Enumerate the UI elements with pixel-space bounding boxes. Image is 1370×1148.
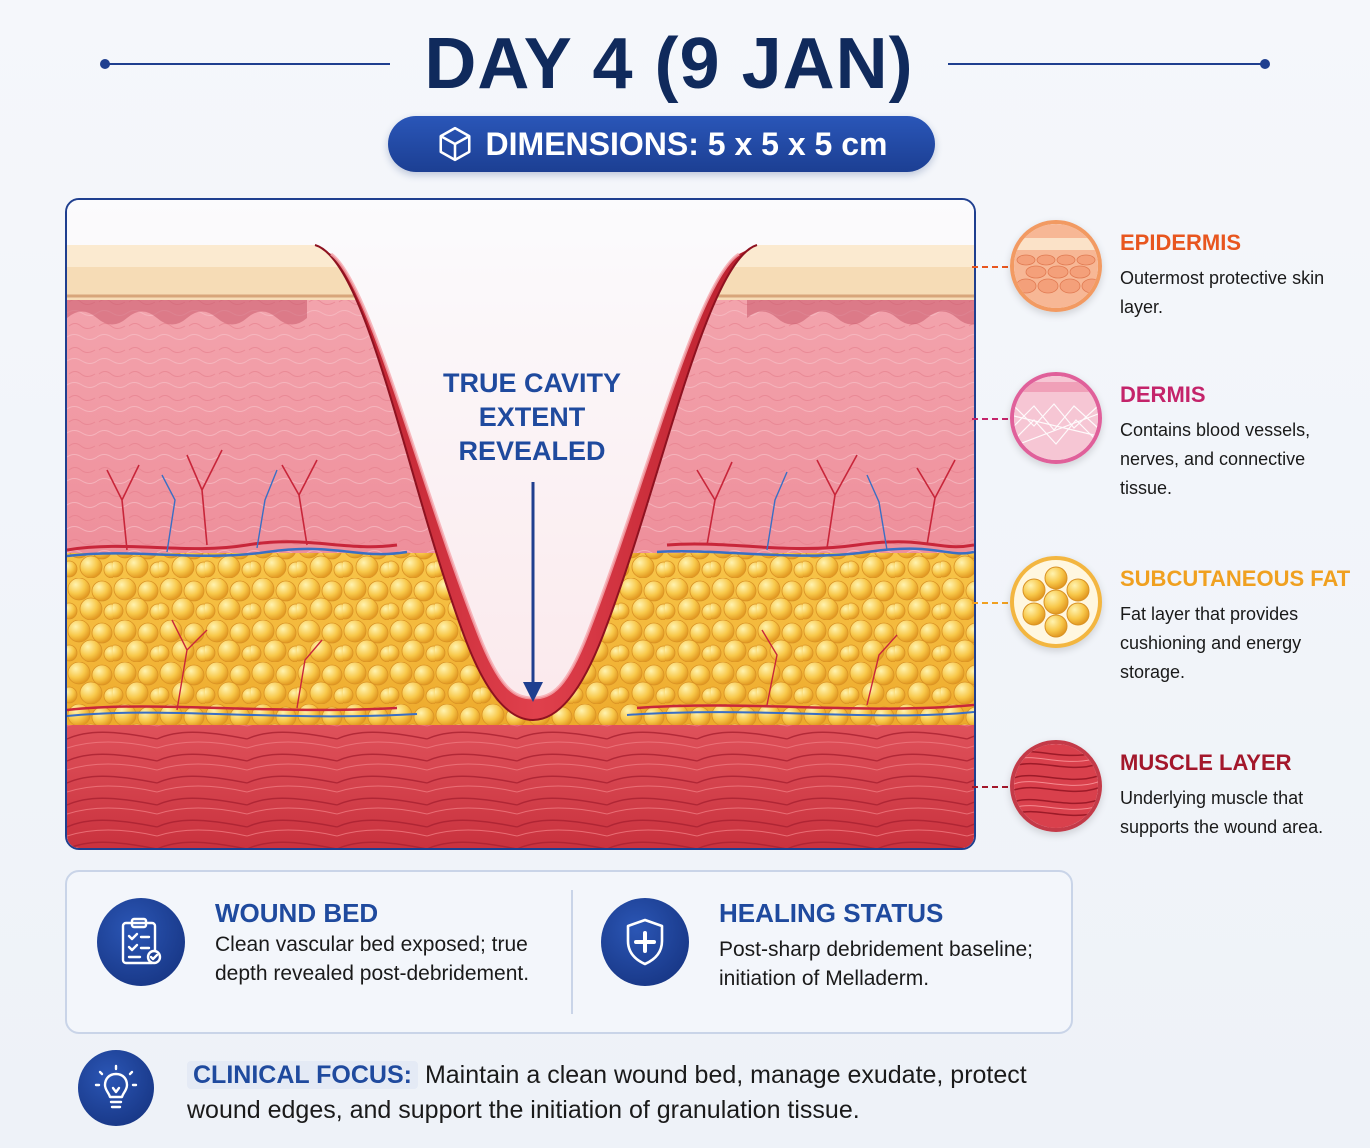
muscle-swatch [1010,740,1102,832]
legend-connector [972,602,1008,604]
dermis-swatch [1010,372,1102,464]
healing-status-title: HEALING STATUS [719,898,944,928]
healing-status-text: Post-sharp debridement baseline; initiat… [719,938,1034,990]
dimensions-label: DIMENSIONS: 5 x 5 x 5 cm [485,125,888,162]
legend-description: Contains blood vessels, nerves, and conn… [1120,420,1311,498]
tissue-illustration [67,200,974,848]
cavity-arrow-head [523,682,543,702]
legend-description: Outermost protective skin layer. [1120,268,1325,317]
info-divider [571,890,573,1014]
epidermis-swatch [1010,220,1102,312]
legend-connector [972,266,1008,268]
title-line-right [948,63,1264,65]
fat-swatch [1010,556,1102,648]
cube-icon [439,126,471,162]
info-panel: WOUND BED Clean vascular bed exposed; tr… [65,870,1073,1034]
clinical-focus-label: CLINICAL FOCUS: [187,1061,418,1089]
clinical-focus-text: Maintain a clean wound bed, manage exuda… [187,1061,1027,1124]
legend-title: SUBCUTANEOUS FAT [1120,566,1351,591]
shield-plus-icon [601,898,689,986]
cavity-label: TRUE CAVITY EXTENT REVEALED [407,366,657,468]
wound-cross-section: TRUE CAVITY EXTENT REVEALED [65,198,976,850]
legend-title: DERMIS [1120,382,1206,407]
title-dot-right [1260,59,1270,69]
clinical-focus: CLINICAL FOCUS: Maintain a clean wound b… [187,1058,1107,1128]
wound-bed-text: Clean vascular bed exposed; true depth r… [215,933,530,985]
dimensions-badge: DIMENSIONS: 5 x 5 x 5 cm [388,116,935,172]
cavity-label-line: EXTENT [478,402,586,432]
legend-title: MUSCLE LAYER [1120,750,1292,775]
title-bar: DAY 4 (9 JAN) [0,20,1370,110]
lightbulb-icon [78,1050,154,1126]
legend-description: Fat layer that provides cushioning and e… [1120,604,1302,682]
wound-bed-title: WOUND BED [215,898,379,928]
legend-description: Underlying muscle that supports the woun… [1120,788,1324,837]
title-line-left [104,63,390,65]
legend-title: EPIDERMIS [1120,230,1242,255]
legend-connector [972,418,1008,420]
cavity-label-line: TRUE CAVITY [442,368,621,398]
page-title: DAY 4 (9 JAN) [424,24,914,104]
clipboard-icon [97,898,185,986]
legend-connector [972,786,1008,788]
cavity-label-line: REVEALED [458,436,606,466]
